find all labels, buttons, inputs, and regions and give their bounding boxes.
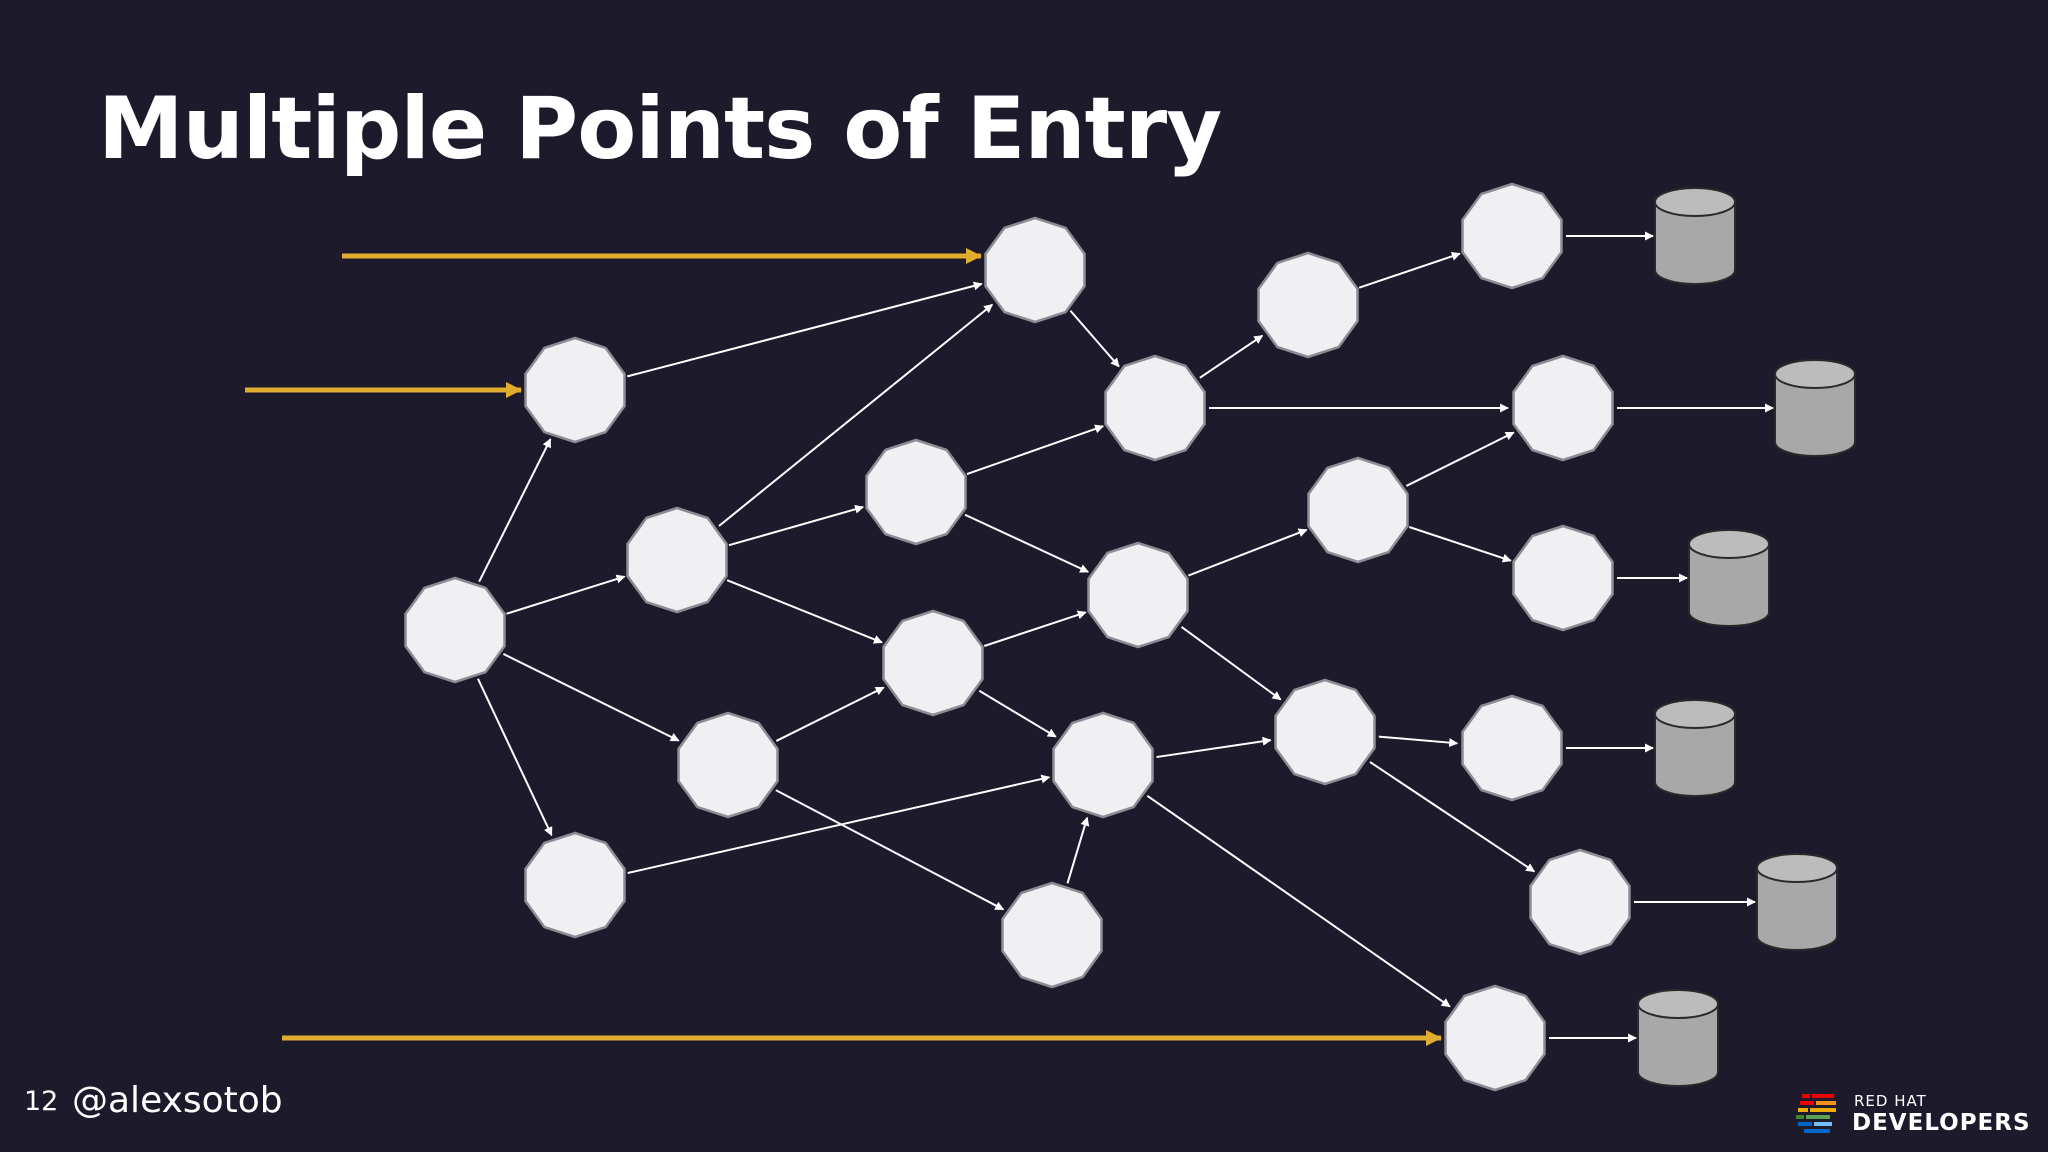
service-node-g — [882, 609, 984, 717]
service-node-m — [1257, 251, 1359, 359]
edge-l-o — [1180, 626, 1282, 701]
database-icon — [1756, 853, 1838, 951]
edge-d-g — [726, 579, 883, 644]
nodes — [404, 182, 1631, 1092]
service-node-p — [1512, 354, 1614, 462]
service-node-s — [1461, 694, 1563, 802]
service-node-h — [984, 216, 1086, 324]
red-hat-developers-logo: RED HAT DEVELOPERS — [1796, 1092, 2030, 1140]
edge-n-r — [1408, 526, 1512, 563]
edge-a-c — [477, 678, 553, 837]
databases — [1637, 187, 1856, 1087]
service-node-a — [404, 576, 506, 684]
database-icon — [1688, 529, 1770, 627]
database-icon — [1654, 187, 1736, 285]
page-number: 12 — [24, 1086, 59, 1117]
author-handle: @alexsotob — [72, 1080, 283, 1121]
edge-k-j — [1066, 816, 1090, 884]
edge-d-f — [728, 504, 865, 547]
edge-i-m — [1199, 334, 1264, 379]
edge-f-i — [966, 424, 1105, 476]
edge-j-o — [1156, 736, 1272, 759]
logo-text-developers: DEVELOPERS — [1852, 1110, 2031, 1136]
service-node-c — [524, 831, 626, 939]
service-node-f — [865, 438, 967, 546]
edge-g-l — [983, 610, 1087, 647]
edge-a-b — [478, 438, 552, 583]
logo-text-red-hat: RED HAT — [1854, 1092, 1927, 1110]
edge-o-s — [1378, 735, 1459, 748]
service-node-j — [1052, 711, 1154, 819]
edges — [477, 231, 1774, 1043]
edge-a-e — [502, 653, 680, 742]
entry-arrows — [245, 248, 1442, 1046]
service-node-e — [677, 711, 779, 819]
service-node-k — [1001, 881, 1103, 989]
edge-g-j — [978, 689, 1057, 738]
edge-b-h — [626, 281, 983, 378]
edge-a-d — [506, 574, 626, 615]
edge-o-t — [1369, 761, 1536, 873]
edge-d-h — [718, 303, 994, 527]
edge-h-i — [1069, 310, 1120, 368]
edge-e-k — [775, 789, 1005, 911]
edge-m-q — [1358, 251, 1461, 289]
service-node-d — [626, 506, 728, 614]
service-node-u — [1444, 984, 1546, 1092]
database-icon — [1654, 699, 1736, 797]
edge-c-j — [627, 774, 1051, 875]
service-node-n — [1307, 456, 1409, 564]
service-node-r — [1512, 524, 1614, 632]
edge-n-p — [1405, 431, 1515, 487]
edge-f-l — [964, 513, 1090, 573]
service-node-b — [524, 336, 626, 444]
service-node-l — [1087, 541, 1189, 649]
red-hat-developers-logo-mark — [1796, 1094, 1836, 1133]
service-node-i — [1104, 354, 1206, 462]
edge-l-n — [1188, 528, 1308, 577]
database-icon — [1774, 359, 1856, 457]
service-node-o — [1274, 678, 1376, 786]
database-icon — [1637, 989, 1719, 1087]
edge-e-g — [775, 686, 885, 742]
edge-j-u — [1146, 795, 1451, 1008]
service-node-t — [1529, 848, 1631, 956]
service-node-q — [1461, 182, 1563, 290]
slide-title: Multiple Points of Entry — [98, 79, 1222, 179]
